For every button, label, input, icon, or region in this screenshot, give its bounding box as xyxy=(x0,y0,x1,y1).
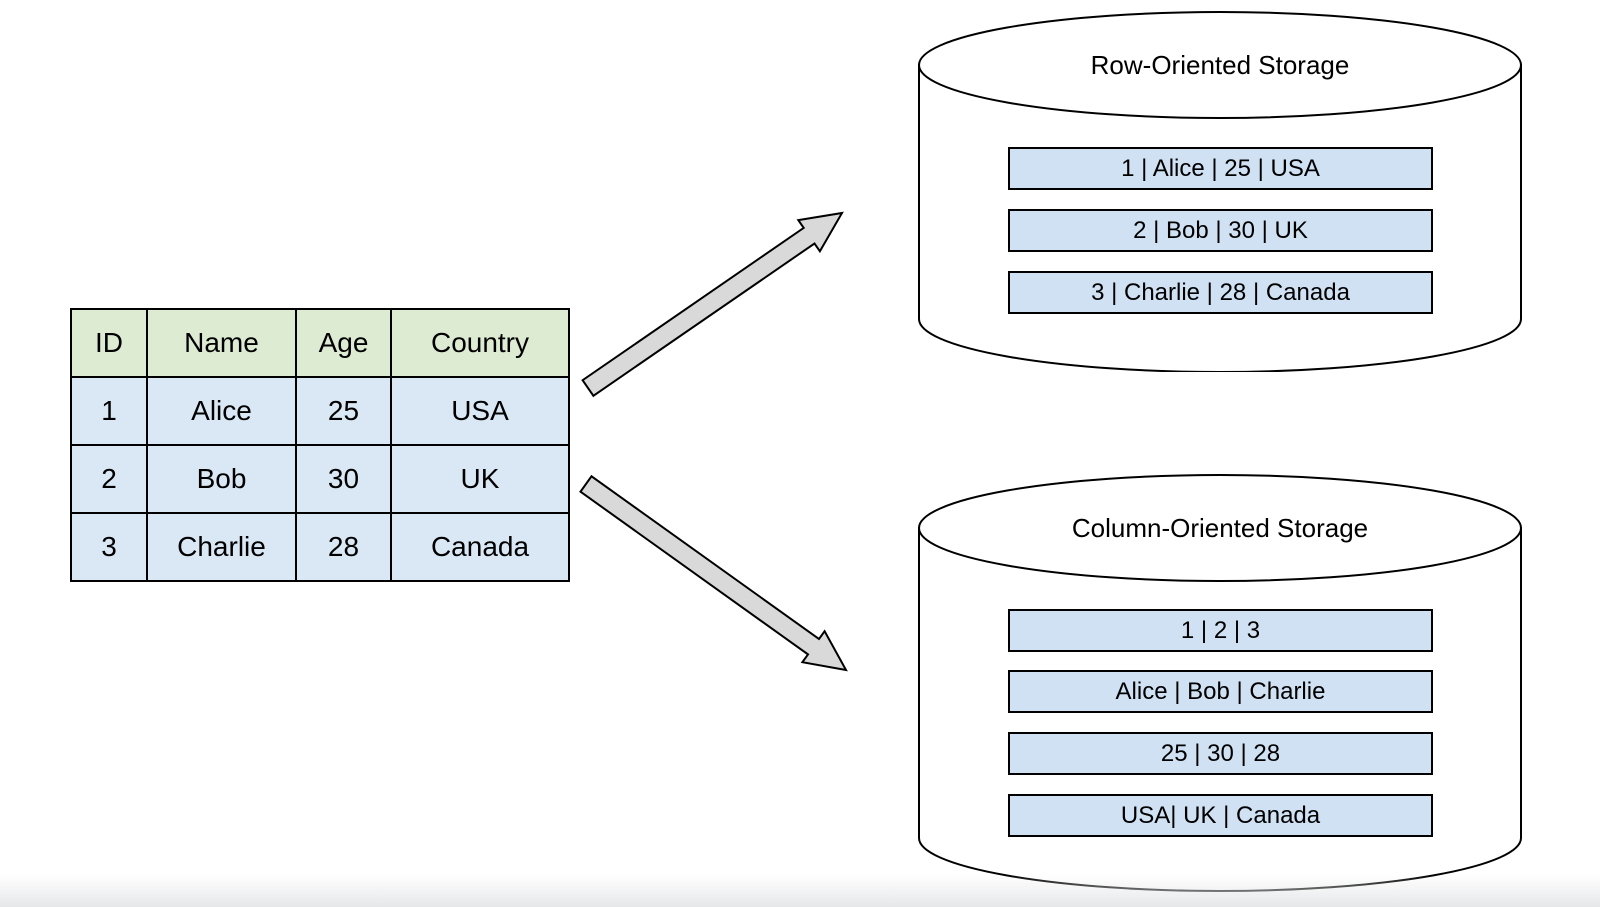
table-header-cell: Name xyxy=(146,308,297,378)
column-storage-record: 1 | 2 | 3 xyxy=(1008,609,1433,652)
row-storage-record: 3 | Charlie | 28 | Canada xyxy=(1008,271,1433,314)
table-cell: 3 xyxy=(70,512,148,582)
table-cell: Alice xyxy=(146,376,297,446)
table-cell: 1 xyxy=(70,376,148,446)
table-cell: 30 xyxy=(295,444,392,514)
table-cell: 2 xyxy=(70,444,148,514)
column-storage-record: 25 | 30 | 28 xyxy=(1008,732,1433,775)
table-cell: Charlie xyxy=(146,512,297,582)
table-header-row: ID Name Age Country xyxy=(70,308,570,378)
row-storage-record: 2 | Bob | 30 | UK xyxy=(1008,209,1433,252)
table-cell: Bob xyxy=(146,444,297,514)
table-row: 1 Alice 25 USA xyxy=(70,376,570,446)
table-cell: 28 xyxy=(295,512,392,582)
arrow-to-column-storage-icon xyxy=(579,474,848,672)
table-row: 3 Charlie 28 Canada xyxy=(70,512,570,582)
column-storage-record: Alice | Bob | Charlie xyxy=(1008,670,1433,713)
table-cell: USA xyxy=(390,376,570,446)
table-cell: 25 xyxy=(295,376,392,446)
row-storage-cylinder: Row-Oriented Storage 1 | Alice | 25 | US… xyxy=(917,10,1523,372)
table-header-cell: Country xyxy=(390,308,570,378)
row-storage-title: Row-Oriented Storage xyxy=(1090,50,1350,80)
table-header-cell: Age xyxy=(295,308,392,378)
table-row: 2 Bob 30 UK xyxy=(70,444,570,514)
table-header-cell: ID xyxy=(70,308,148,378)
column-storage-cylinder: Column-Oriented Storage 1 | 2 | 3 Alice … xyxy=(917,473,1523,893)
column-storage-title: Column-Oriented Storage xyxy=(1071,513,1369,543)
table-cell: Canada xyxy=(390,512,570,582)
table-cell: UK xyxy=(390,444,570,514)
row-storage-record: 1 | Alice | 25 | USA xyxy=(1008,147,1433,190)
arrow-to-row-storage-icon xyxy=(581,211,844,398)
column-storage-record: USA| UK | Canada xyxy=(1008,794,1433,837)
source-table: ID Name Age Country 1 Alice 25 USA 2 Bob… xyxy=(70,308,570,582)
